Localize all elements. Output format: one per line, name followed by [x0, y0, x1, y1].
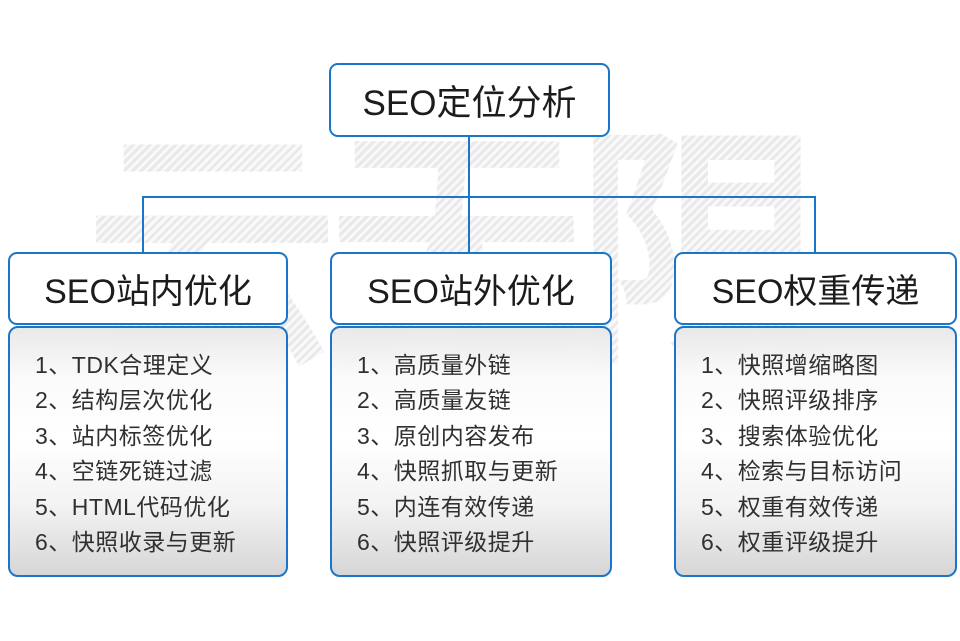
list-item: 5、HTML代码优化: [35, 493, 231, 520]
connector-left-vertical: [142, 196, 144, 253]
list-item: 1、TDK合理定义: [35, 352, 214, 378]
connector-horizontal: [142, 196, 816, 198]
list-item: 6、快照收录与更新: [35, 529, 237, 556]
list-item: 1、快照增缩略图: [701, 352, 879, 378]
branch-header-weight-label: SEO权重传递: [711, 273, 920, 311]
branch-header-onsite-label: SEO站内优化: [44, 273, 252, 311]
branch-header-weight: SEO权重传递: [674, 252, 957, 325]
list-item: 5、权重有效传递: [701, 493, 879, 520]
branch-header-offsite-label: SEO站外优化: [367, 273, 575, 311]
list-item: 6、快照评级提升: [357, 529, 535, 556]
root-node: SEO定位分析: [329, 63, 610, 137]
branch-list-offsite: 1、高质量外链 2、高质量友链 3、原创内容发布 4、快照抓取与更新 5、内连有…: [330, 326, 612, 577]
branch-header-offsite: SEO站外优化: [330, 252, 612, 325]
list-item: 6、权重评级提升: [701, 529, 879, 556]
list-item: 3、原创内容发布: [357, 422, 535, 449]
list-item: 2、快照评级排序: [701, 387, 879, 414]
connector-middle-vertical: [468, 196, 470, 253]
list-item: 4、检索与目标访问: [701, 458, 903, 485]
connector-right-vertical: [814, 196, 816, 253]
branch-header-onsite: SEO站内优化: [8, 252, 288, 325]
branch-list-onsite: 1、TDK合理定义 2、结构层次优化 3、站内标签优化 4、空链死链过滤 5、H…: [8, 326, 288, 577]
list-item: 3、站内标签优化: [35, 422, 213, 449]
root-node-label: SEO定位分析: [362, 83, 577, 123]
list-item: 4、空链死链过滤: [35, 458, 213, 485]
list-item: 4、快照抓取与更新: [357, 458, 559, 485]
list-item: 5、内连有效传递: [357, 493, 535, 520]
list-item: 2、高质量友链: [357, 387, 512, 414]
list-item: 3、搜索体验优化: [701, 422, 879, 449]
branch-list-weight: 1、快照增缩略图 2、快照评级排序 3、搜索体验优化 4、检索与目标访问 5、权…: [674, 326, 957, 577]
list-item: 1、高质量外链: [357, 352, 512, 378]
connector-root-vertical: [468, 137, 470, 197]
list-item: 2、结构层次优化: [35, 387, 213, 414]
